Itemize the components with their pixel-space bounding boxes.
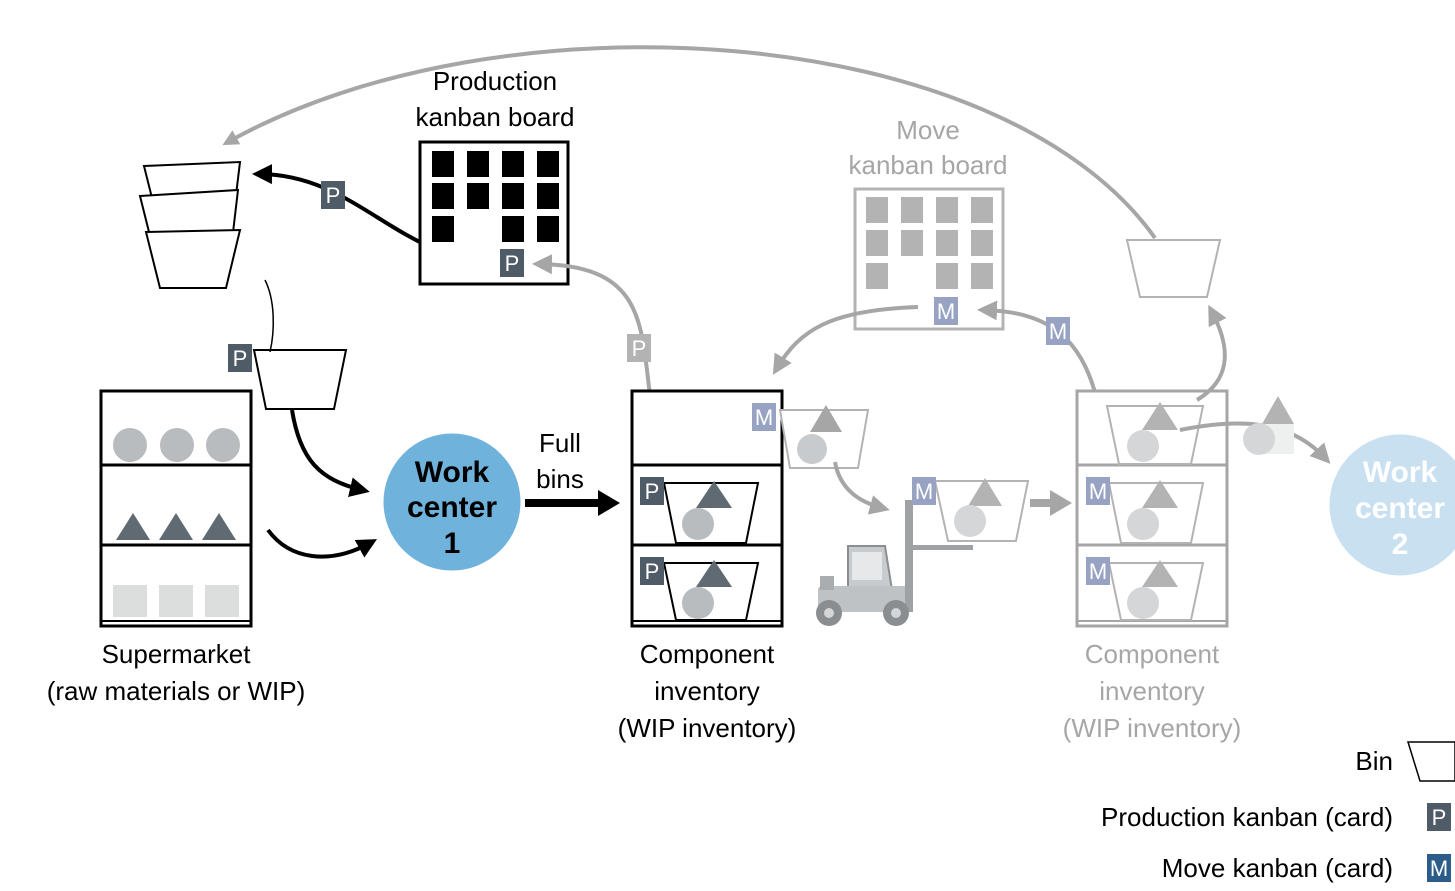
inventory1-label-3: (WIP inventory)	[618, 713, 797, 743]
supermarket-rack	[99, 389, 253, 628]
work-center-2	[1326, 431, 1455, 579]
move-card-faded: M	[752, 403, 776, 431]
legend-production-label: Production kanban (card)	[1101, 802, 1393, 832]
production-card: P	[640, 477, 664, 505]
bin-to-forklift-arrow	[833, 461, 890, 515]
svg-text:P: P	[233, 346, 248, 371]
inventory2-label-2: inventory	[1099, 676, 1205, 706]
return-flow-arrow	[222, 45, 1157, 240]
production-board-cards	[432, 151, 559, 242]
legend-move-label: Move kanban (card)	[1162, 853, 1393, 883]
svg-text:M: M	[755, 405, 773, 430]
production-board-title-1: Production	[433, 66, 557, 96]
wc2-label-3: 2	[1392, 528, 1409, 561]
forklift	[816, 500, 973, 626]
move-card-faded: M	[1086, 477, 1110, 505]
svg-text:M: M	[1430, 856, 1448, 881]
legend-move-card-icon: M	[1427, 854, 1451, 882]
inventory2-to-bin-arrow	[1195, 304, 1227, 402]
forklift-arrowhead	[1050, 490, 1072, 516]
supermarket-label-1: Supermarket	[102, 639, 252, 669]
empty-bin-faded	[1125, 239, 1222, 298]
move-card-faded: M	[1086, 557, 1110, 585]
items-to-wc2-faded	[1243, 396, 1294, 455]
svg-text:M: M	[1089, 559, 1107, 584]
svg-text:P: P	[505, 251, 520, 276]
move-board-title-2: kanban board	[848, 150, 1007, 180]
move-board-cards	[866, 197, 993, 289]
inventory2-label-3: (WIP inventory)	[1063, 713, 1242, 743]
pulled-bin	[252, 349, 348, 410]
production-card: P	[500, 249, 524, 277]
legend-production-card-icon: P	[1427, 803, 1451, 831]
wc2-label-2: center	[1355, 492, 1445, 525]
legend-bin-icon	[1406, 741, 1455, 782]
bin-to-workcenter-arrow	[290, 409, 370, 497]
move-board-to-inventory-arrow	[772, 305, 919, 375]
legend-bin-label: Bin	[1355, 746, 1393, 776]
wc1-label-3: 1	[444, 527, 461, 560]
svg-text:M: M	[1089, 479, 1107, 504]
faded-card-arrow	[532, 254, 654, 411]
material-to-workcenter-arrow	[266, 528, 378, 559]
production-board-title-2: kanban board	[415, 102, 574, 132]
full-bins-label-1: Full	[539, 428, 581, 458]
work-center-1	[380, 430, 524, 574]
wc1-label-2: center	[407, 491, 497, 524]
legend: Bin Production kanban (card) P Move kanb…	[1101, 741, 1455, 883]
forklift-bin-faded	[933, 478, 1030, 542]
supermarket-label-2: (raw materials or WIP)	[47, 676, 306, 706]
production-card-faded: P	[627, 334, 651, 362]
svg-text:P: P	[645, 479, 660, 504]
inventory1-label-1: Component	[640, 639, 775, 669]
svg-text:M: M	[915, 479, 933, 504]
move-card-faded: M	[912, 477, 936, 505]
production-card: P	[640, 557, 664, 585]
moving-bin-faded	[778, 405, 870, 469]
wc1-label-1: Work	[415, 456, 490, 489]
inventory1-label-2: inventory	[654, 676, 760, 706]
svg-text:P: P	[632, 336, 647, 361]
svg-text:M: M	[1049, 319, 1067, 344]
wc2-label-1: Work	[1363, 456, 1438, 489]
move-board-title-1: Move	[896, 115, 960, 145]
svg-text:M: M	[937, 299, 955, 324]
full-bins-label-2: bins	[536, 464, 584, 494]
production-card: P	[228, 344, 252, 372]
empty-bin-stack	[138, 160, 242, 289]
move-card-faded: M	[934, 297, 958, 325]
component-inventory-2-rack	[1075, 389, 1229, 628]
inventory2-label-1: Component	[1085, 639, 1220, 669]
svg-text:P: P	[1432, 805, 1447, 830]
full-bins-arrowhead	[598, 490, 620, 516]
move-card-faded: M	[1046, 317, 1070, 345]
svg-text:P: P	[326, 183, 341, 208]
card-to-bin-line	[264, 279, 275, 353]
production-card: P	[321, 181, 345, 209]
svg-text:P: P	[645, 559, 660, 584]
